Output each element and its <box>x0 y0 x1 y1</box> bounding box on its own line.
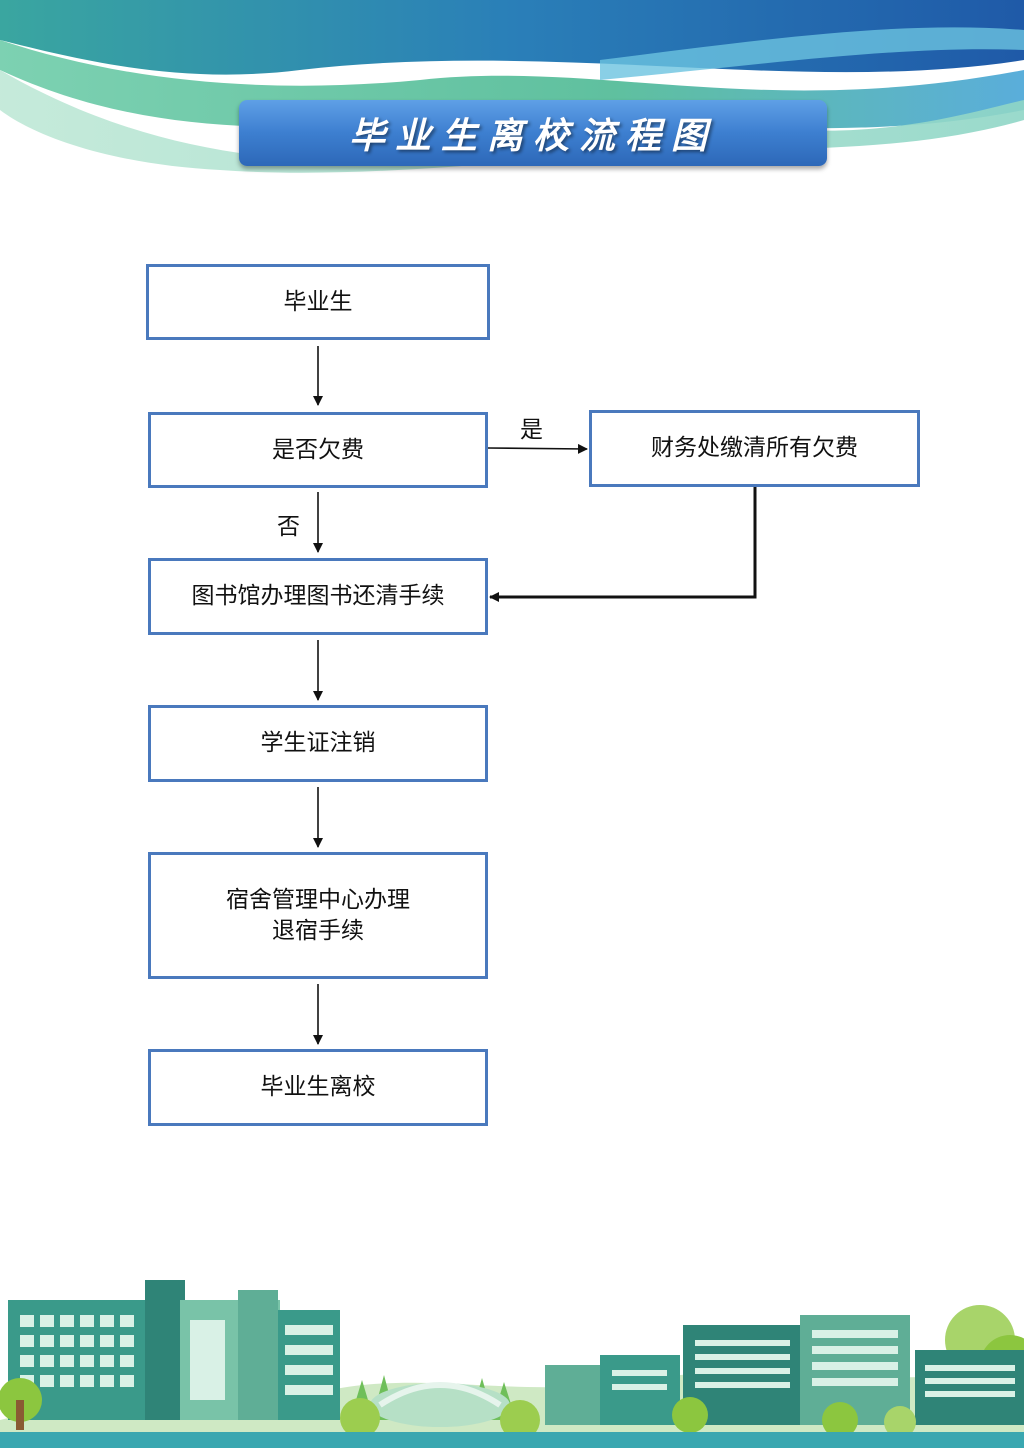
node-library-clearance-text: 图书馆办理图书还清手续 <box>191 583 445 609</box>
node-graduate: 毕业生 <box>146 264 490 340</box>
node-graduate-leave-text: 毕业生离校 <box>260 1074 376 1100</box>
node-graduate-leave: 毕业生离校 <box>148 1049 488 1126</box>
node-finance-payment-text: 财务处缴清所有欠费 <box>651 435 858 461</box>
footer-campus-illustration <box>0 1280 1024 1448</box>
node-dorm-checkout: 宿舍管理中心办理 退宿手续 <box>148 852 488 979</box>
arrow-finance-to-library <box>489 486 757 602</box>
edge-label-yes: 是 <box>520 417 543 443</box>
node-arrears-check: 是否欠费 <box>148 412 488 488</box>
edge-label-no: 否 <box>277 514 300 540</box>
node-finance-payment: 财务处缴清所有欠费 <box>589 410 920 487</box>
node-arrears-check-text: 是否欠费 <box>272 436 364 463</box>
node-student-card-cancel: 学生证注销 <box>148 705 488 782</box>
node-graduate-text: 毕业生 <box>283 288 353 315</box>
node-dorm-checkout-text-line2: 退宿手续 <box>272 917 364 944</box>
node-student-card-cancel-text: 学生证注销 <box>260 730 376 756</box>
title-banner: 毕业生离校流程图 <box>239 100 827 166</box>
arrow-check-to-finance <box>487 443 588 454</box>
node-library-clearance: 图书馆办理图书还清手续 <box>148 558 488 635</box>
node-dorm-checkout-text-line1: 宿舍管理中心办理 <box>226 886 410 913</box>
page-title: 毕业生离校流程图 <box>348 115 717 157</box>
